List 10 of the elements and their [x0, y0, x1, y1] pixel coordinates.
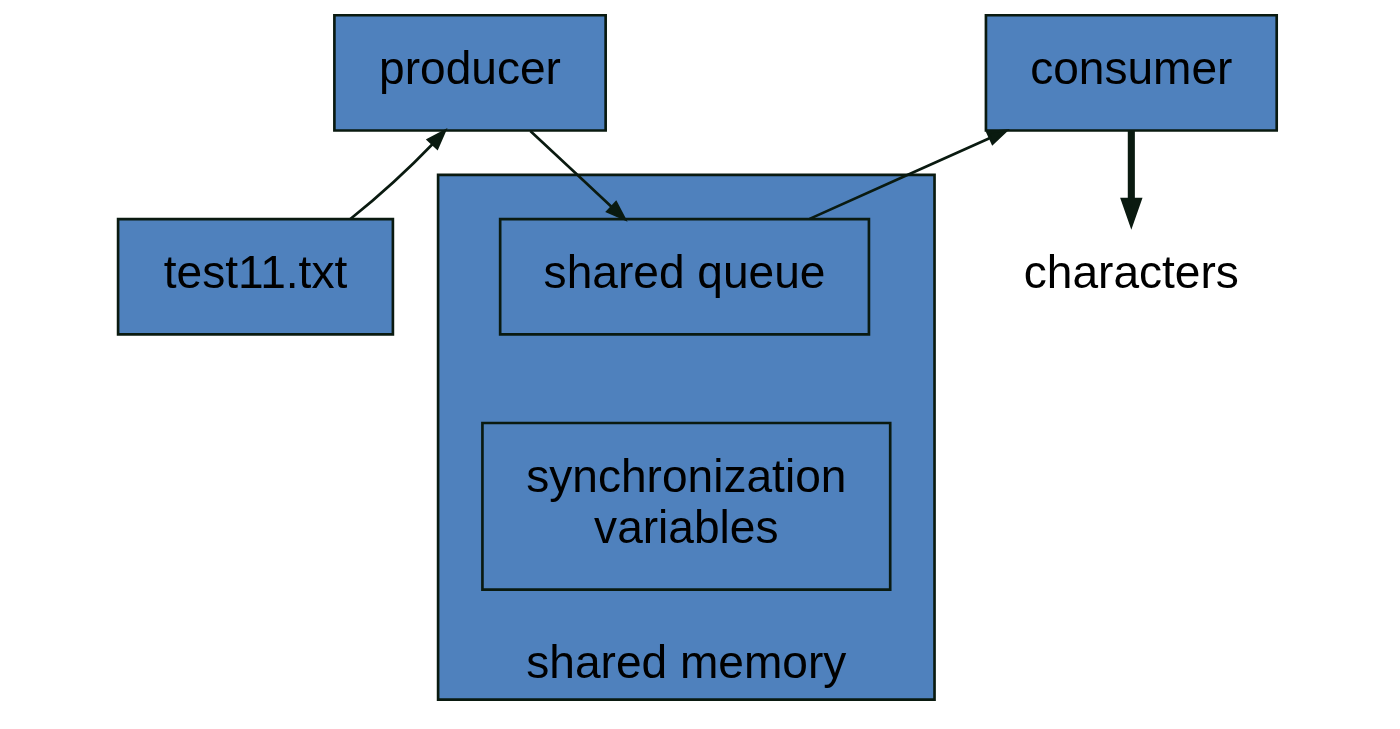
- node-box: test11.txt: [116, 217, 394, 336]
- arrow: [349, 128, 447, 221]
- node-box: producer: [332, 13, 607, 132]
- node-text: characters: [1023, 245, 1239, 298]
- node-box: consumer: [984, 13, 1278, 132]
- node-box: synchronization variables: [480, 421, 892, 591]
- arrow: [1119, 130, 1143, 230]
- node-box: shared queue: [498, 217, 870, 336]
- arrow: [528, 130, 628, 222]
- arrow: [808, 129, 1010, 221]
